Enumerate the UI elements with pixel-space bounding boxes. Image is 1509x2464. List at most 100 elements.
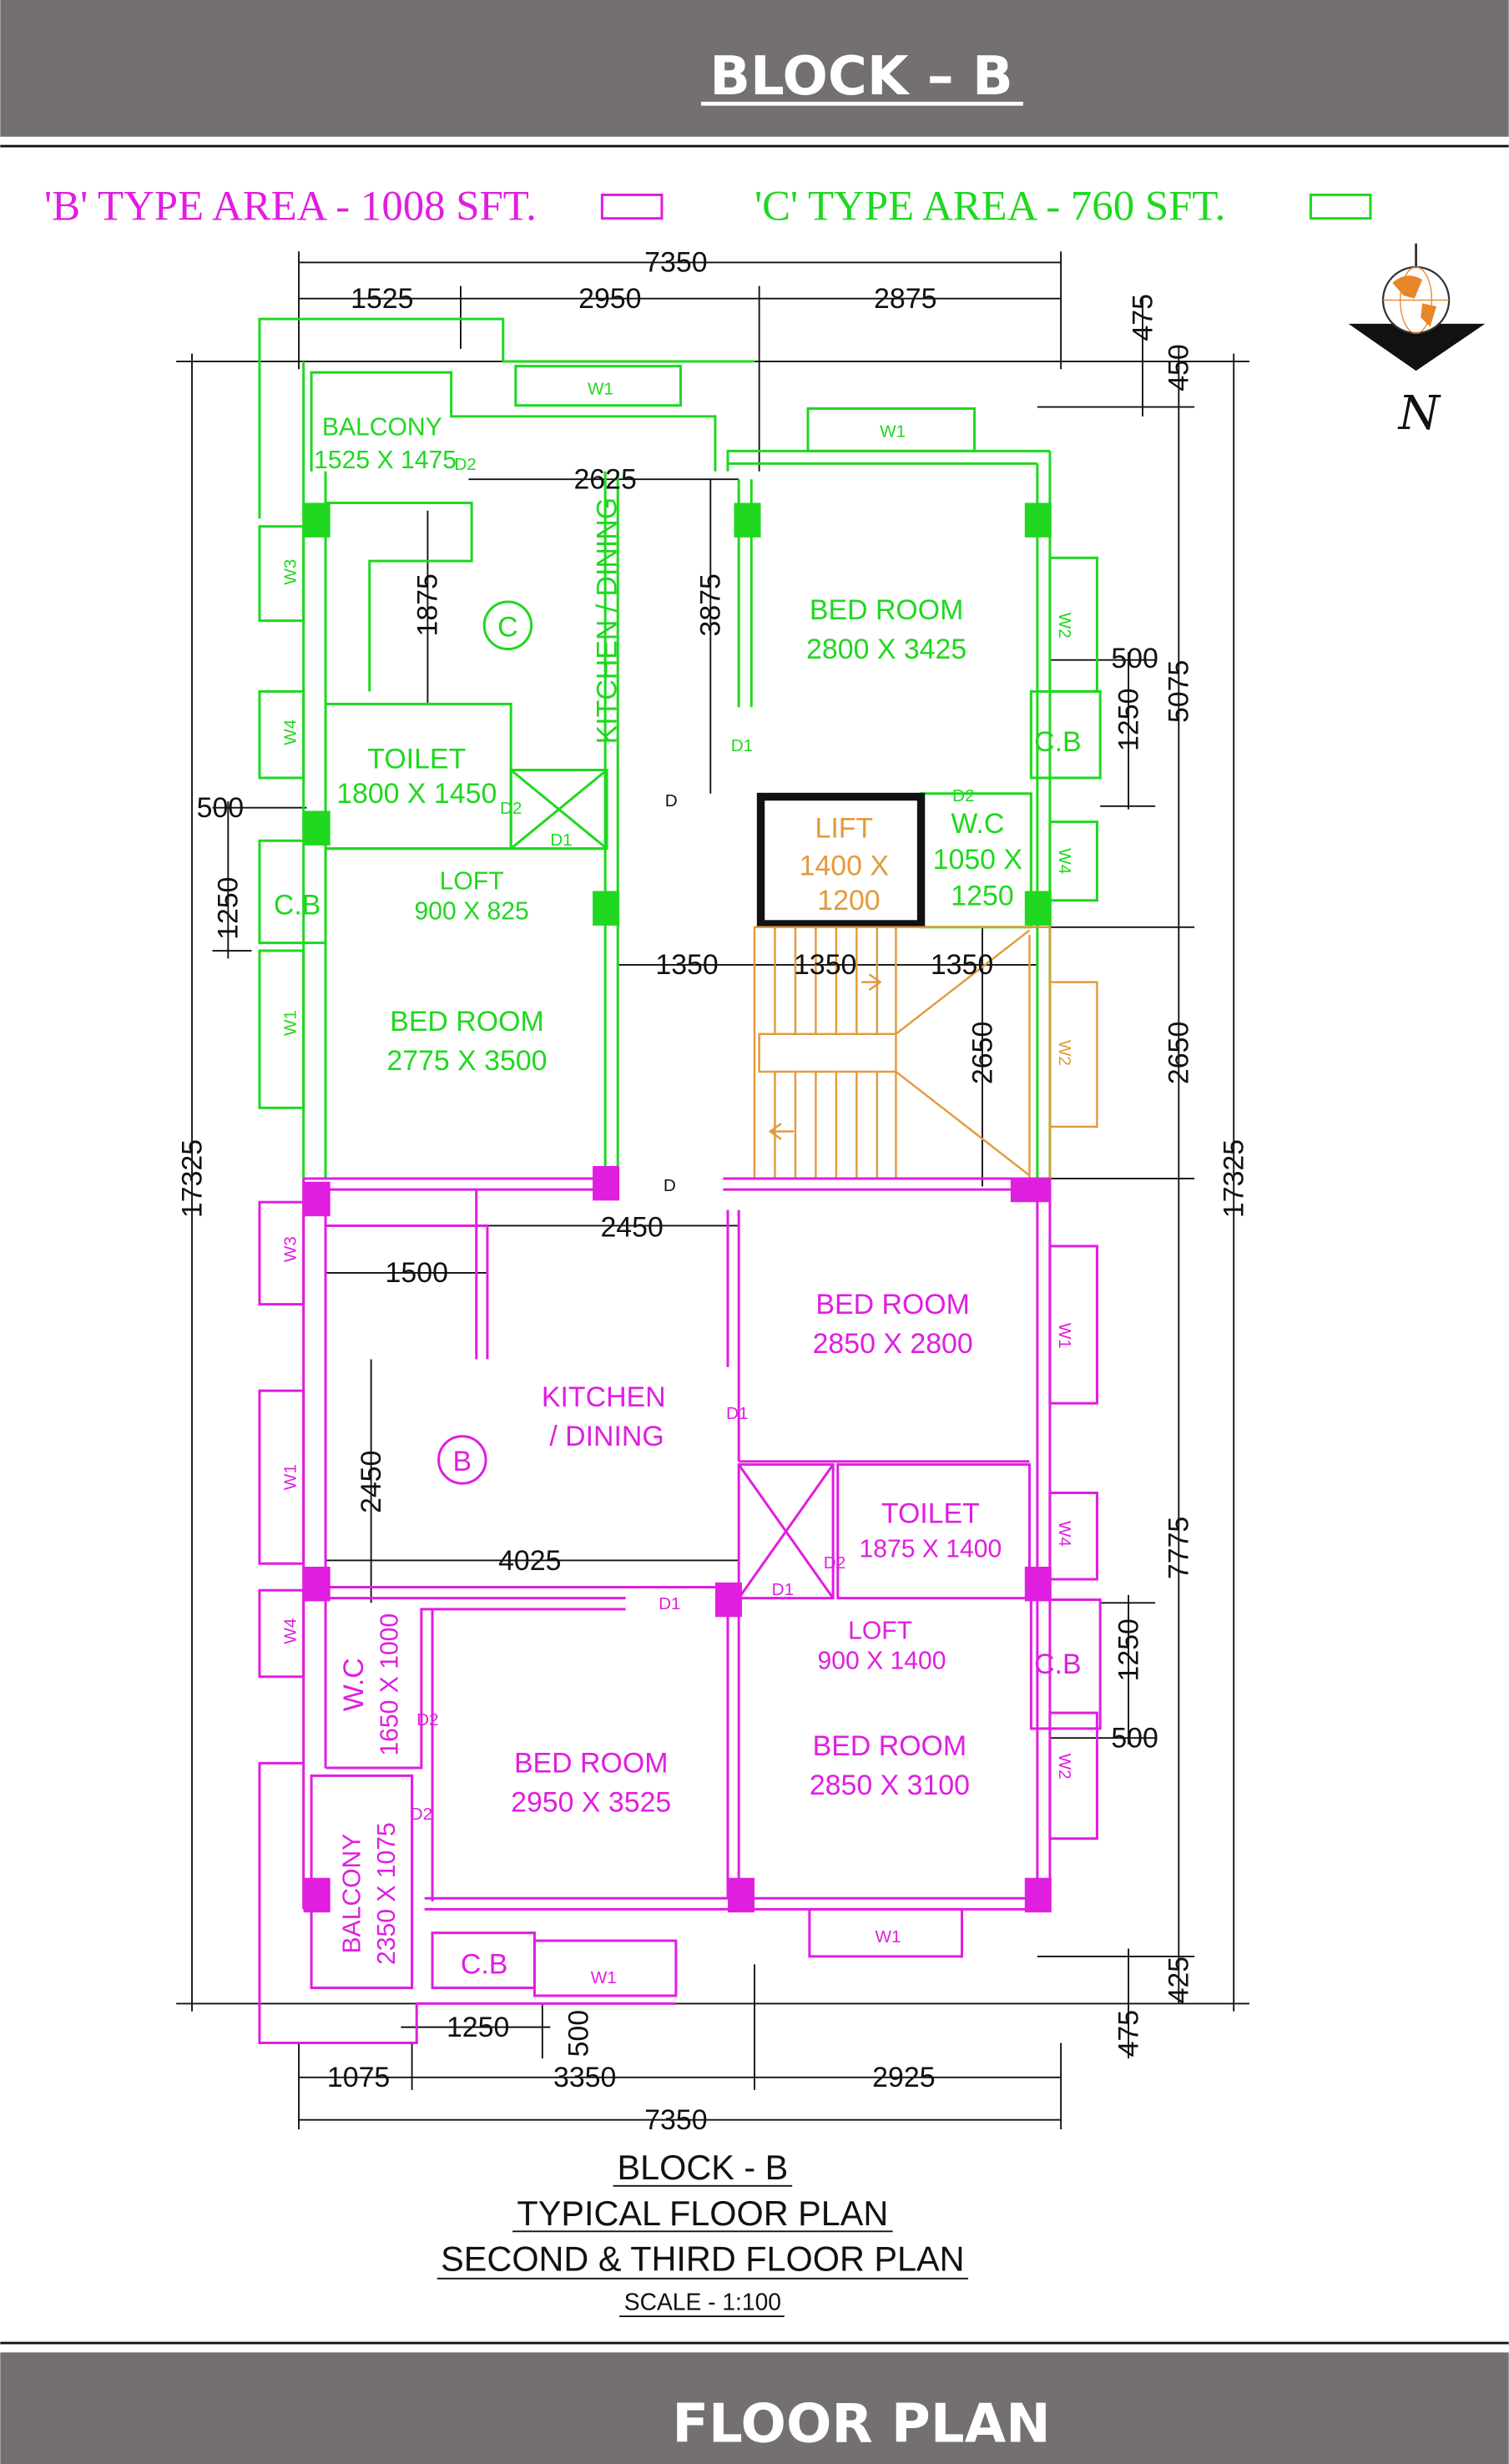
- window-label: W4: [280, 720, 300, 745]
- dim-label: 7350: [644, 247, 707, 279]
- north-label: N: [1397, 386, 1442, 441]
- legend-b-type: 'B' TYPE AREA - 1008 SFT.: [44, 183, 537, 230]
- window-label: W4: [280, 1618, 300, 1644]
- door-label: D: [664, 1176, 676, 1195]
- b-loft-label: LOFT: [848, 1618, 912, 1645]
- window-label: W1: [591, 1968, 617, 1987]
- dim-label: 475: [1113, 2010, 1144, 2058]
- dim-label: 17325: [176, 1139, 208, 1218]
- c-balcony-label: BALCONY: [322, 413, 442, 441]
- dim-label: 1350: [655, 949, 718, 981]
- title-block: BLOCK - B TYPICAL FLOOR PLAN SECOND & TH…: [437, 2148, 969, 2317]
- b-wc-size: 1650 X 1000: [376, 1613, 404, 1756]
- b-wc-label: W.C: [338, 1658, 370, 1711]
- lift-label: LIFT: [815, 812, 873, 844]
- dim-label: 1500: [386, 1257, 448, 1289]
- c-wc-size2: 1250: [951, 880, 1013, 911]
- b-bedroom3-label: BED ROOM: [813, 1730, 966, 1762]
- door-label: D2: [500, 799, 522, 818]
- window-label: W1: [876, 1927, 901, 1946]
- c-unit-marker: C: [497, 611, 517, 643]
- c-bedroom2-size: 2775 X 3500: [386, 1045, 547, 1077]
- window-label: W3: [280, 559, 300, 585]
- b-loft-size: 900 X 1400: [817, 1647, 946, 1674]
- door-label: D2: [454, 455, 476, 474]
- dim-label: 500: [1111, 643, 1158, 674]
- north-arrow-globe-icon: N: [1348, 243, 1486, 441]
- c-cb-label: C.B: [274, 890, 320, 921]
- dim-label: 7775: [1163, 1517, 1195, 1579]
- door-label: D2: [952, 786, 974, 805]
- header-title: BLOCK – B: [709, 46, 1013, 108]
- door-label: D1: [659, 1594, 680, 1613]
- dim-label: 2450: [356, 1451, 387, 1513]
- staircase: [753, 926, 1098, 1180]
- window-label: W3: [280, 1236, 300, 1262]
- dim-label: 3350: [553, 2062, 616, 2093]
- c-loft-size: 900 X 825: [414, 897, 528, 925]
- legend: 'B' TYPE AREA - 1008 SFT. 'C' TYPE AREA …: [44, 183, 1372, 230]
- window-label: W1: [280, 1464, 300, 1490]
- title-line2: TYPICAL FLOOR PLAN: [517, 2194, 888, 2233]
- door-label: D1: [550, 831, 572, 850]
- door-label: D2: [416, 1710, 438, 1729]
- door-label: D: [665, 791, 678, 810]
- dim-label: 2625: [573, 464, 636, 496]
- b-toilet-label: TOILET: [881, 1497, 980, 1529]
- dim-label: 1250: [447, 2012, 509, 2043]
- title-line3: SECOND & THIRD FLOOR PLAN: [441, 2239, 964, 2278]
- b-kitchen-label2: / DINING: [549, 1421, 664, 1452]
- dim-label: 500: [197, 792, 245, 824]
- dim-label: 500: [1111, 1723, 1158, 1755]
- window-label: W2: [1055, 1040, 1074, 1066]
- b-bedroom3-size: 2850 X 3100: [810, 1770, 970, 1801]
- footer-bar: FLOOR PLAN: [0, 2341, 1509, 2464]
- b-unit-marker: B: [453, 1446, 472, 1477]
- c-loft-label: LOFT: [440, 868, 504, 896]
- c-toilet-label: TOILET: [367, 744, 466, 775]
- dim-label: 450: [1163, 344, 1195, 391]
- dim-label: 2875: [874, 283, 936, 315]
- b-balcony-size: 2350 X 1075: [373, 1822, 401, 1965]
- b-toilet-size: 1875 X 1400: [859, 1536, 1002, 1563]
- footer-title: FLOOR PLAN: [672, 2394, 1050, 2456]
- window-label: W2: [1055, 1754, 1074, 1780]
- window-label: W4: [1055, 848, 1074, 874]
- c-wc-label: W.C: [951, 808, 1004, 840]
- dimension-lines: [176, 251, 1250, 2129]
- lift-size2: 1200: [817, 885, 880, 916]
- dim-label: 2925: [872, 2062, 935, 2093]
- window-label: W1: [880, 422, 906, 441]
- dim-label: 2650: [966, 1022, 998, 1084]
- window-label: W1: [280, 1010, 300, 1036]
- title-line1: BLOCK - B: [617, 2148, 788, 2187]
- dim-label: 475: [1127, 294, 1158, 341]
- c-balcony-size: 1525 X 1475: [314, 447, 457, 474]
- b-cb-label: C.B: [461, 1949, 507, 1981]
- b-balcony-label: BALCONY: [338, 1834, 366, 1954]
- c-wc-size: 1050 X: [933, 844, 1022, 876]
- c-toilet-size: 1800 X 1450: [336, 778, 497, 810]
- b-bedroom2-label: BED ROOM: [514, 1748, 668, 1780]
- dim-label: 2450: [600, 1212, 663, 1244]
- b-cb-label: C.B: [1034, 1649, 1081, 1680]
- c-bedroom1-size: 2800 X 3425: [806, 634, 966, 665]
- c-cb-label: C.B: [1034, 726, 1081, 758]
- lift-size: 1400 X: [800, 851, 889, 882]
- dimension-labels: 7350 1525 2950 2875 475 450 2625 1875 38…: [176, 247, 1249, 2136]
- dim-label: 2650: [1163, 1022, 1195, 1084]
- dim-label: 1250: [1113, 1618, 1144, 1681]
- scale-label: SCALE - 1:100: [624, 2289, 781, 2315]
- dim-label: 17325: [1219, 1139, 1250, 1218]
- c-bedroom1-label: BED ROOM: [810, 594, 963, 626]
- dim-label: 1350: [931, 949, 993, 981]
- door-label: D1: [772, 1580, 794, 1599]
- c-kitchen-label: KITCHEN / DINING: [591, 497, 623, 744]
- dim-label: 4025: [498, 1545, 561, 1577]
- dim-label: 500: [563, 2010, 594, 2058]
- dim-label: 425: [1163, 1957, 1195, 2004]
- dim-label: 5075: [1163, 660, 1195, 723]
- unit-c-labels: BALCONY 1525 X 1475 D2 C KITCHEN / DININ…: [274, 380, 1082, 1196]
- unit-b-labels: BED ROOM 2850 X 2800 W3 W1 W4 W1 W4 W2 K…: [280, 1236, 1081, 1987]
